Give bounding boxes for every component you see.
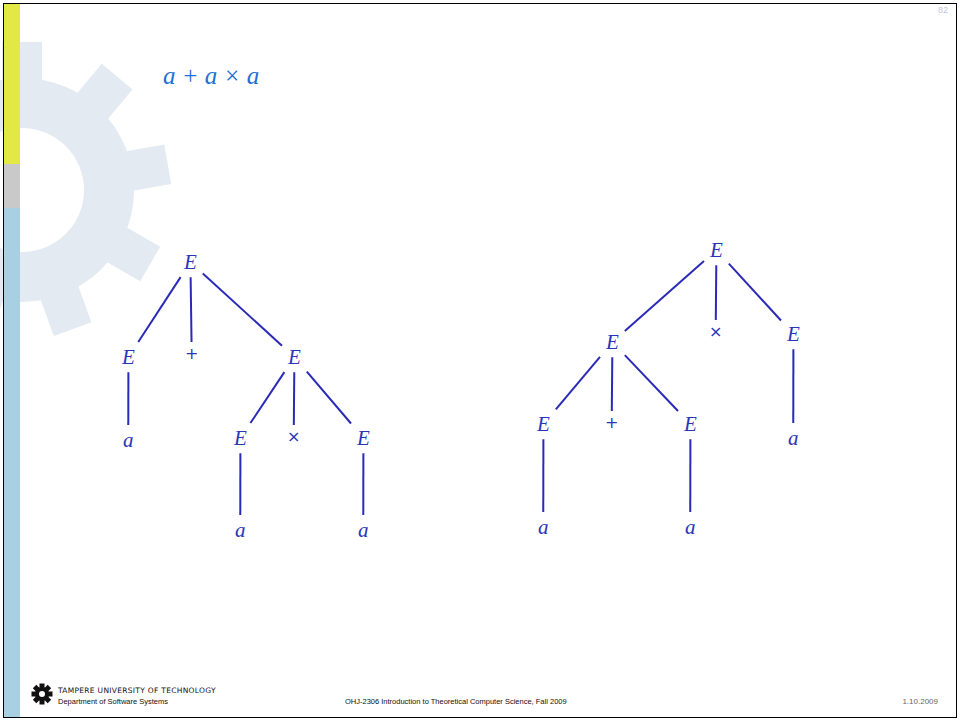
symbol-text: E: [122, 345, 135, 369]
tree-symbol: a: [352, 515, 375, 545]
tree-branch: [362, 453, 364, 515]
side-bar-yellow: [4, 4, 20, 164]
tree-branch: [307, 372, 351, 424]
tree-symbol: E: [600, 327, 625, 357]
tree-branch: [190, 277, 193, 342]
university-name: TAMPERE UNIVERSITY OF TECHNOLOGY: [58, 686, 216, 695]
tree-symbol: a: [229, 515, 252, 545]
tree-symbol: a: [117, 425, 140, 455]
symbol-text: a: [235, 518, 246, 542]
tree-symbol: ×: [703, 320, 728, 344]
symbol-text: a: [685, 515, 696, 539]
tree-symbol: a: [532, 512, 555, 542]
tree-branch: [611, 357, 613, 411]
slide-frame: [4, 4, 957, 718]
symbol-text: E: [710, 238, 723, 262]
symbol-text: ×: [287, 427, 300, 446]
symbol-text: +: [185, 344, 198, 363]
tree-symbol: E: [678, 409, 703, 439]
tree-symbol: +: [179, 342, 204, 366]
tree-branch: [715, 265, 717, 320]
tree-branch: [625, 261, 704, 331]
tree-symbol: E: [351, 423, 376, 453]
symbol-text: E: [787, 322, 800, 346]
symbol-text: E: [234, 426, 247, 450]
tree-branch: [250, 372, 284, 423]
tree-symbol: E: [282, 342, 307, 372]
tree-symbol: E: [116, 342, 141, 372]
tree-branch: [792, 349, 794, 423]
tree-branch: [203, 273, 282, 345]
tree-branch: [127, 372, 129, 425]
symbol-text: a: [538, 515, 549, 539]
side-bar-grey: [4, 164, 20, 208]
tree-symbol: ×: [281, 425, 306, 449]
tree-symbol: E: [178, 247, 203, 277]
symbol-text: E: [357, 426, 370, 450]
tree-branch: [138, 277, 180, 342]
tree-symbol: a: [679, 512, 702, 542]
tree-symbol: E: [531, 409, 556, 439]
side-bar-blue: [4, 208, 20, 717]
symbol-text: E: [537, 412, 550, 436]
university-logo: [32, 684, 53, 705]
course-footer: OHJ-2306 Introduction to Theoretical Com…: [345, 697, 567, 706]
tree-branch: [293, 372, 295, 425]
symbol-text: a: [123, 428, 134, 452]
tree-symbol: E: [704, 235, 729, 265]
department-name: Department of Software Systems: [58, 697, 168, 706]
symbol-text: ×: [709, 322, 722, 341]
tree-branch: [689, 439, 691, 512]
symbol-text: a: [788, 426, 799, 450]
tree-branch: [556, 357, 600, 409]
slide-date: 1.10.2009: [902, 697, 938, 706]
symbol-text: E: [684, 412, 697, 436]
symbol-text: E: [184, 250, 197, 274]
tree-symbol: E: [781, 319, 806, 349]
tree-branch: [729, 264, 781, 321]
symbol-text: +: [605, 413, 618, 432]
tree-branch: [239, 453, 241, 515]
tree-branch: [625, 355, 678, 411]
tree-symbol: a: [782, 423, 805, 453]
symbol-text: E: [288, 345, 301, 369]
symbol-text: E: [606, 330, 619, 354]
tree-symbol: E: [228, 423, 253, 453]
tree-symbol: +: [599, 411, 624, 435]
page-number: 82: [938, 5, 948, 15]
symbol-text: a: [358, 518, 369, 542]
slide-title: a + a × a: [163, 62, 259, 90]
gear-watermark: [0, 42, 171, 336]
tree-branch: [542, 439, 544, 512]
